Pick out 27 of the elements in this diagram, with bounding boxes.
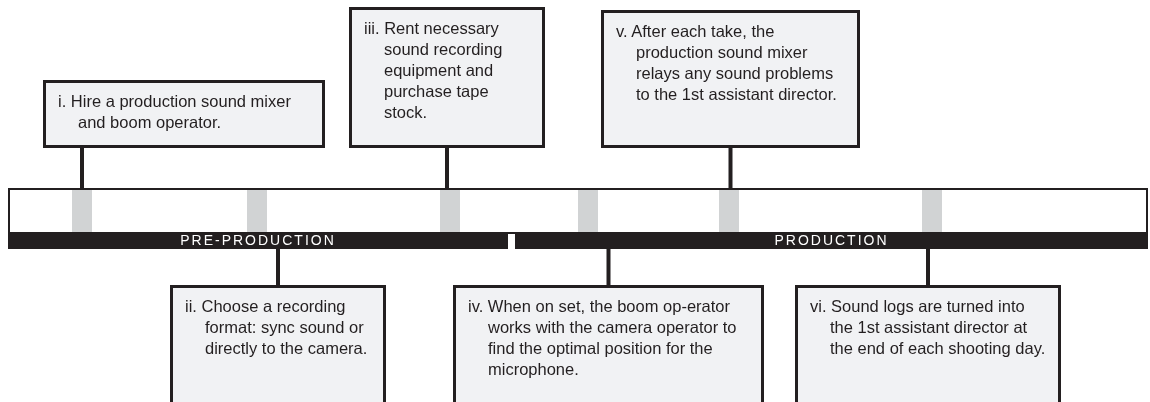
step-text: vi. Sound logs are turned into the 1st assistant director at the end of each shooting day. bbox=[810, 296, 1047, 359]
timeline-marker bbox=[578, 190, 598, 234]
step-box bbox=[349, 7, 545, 148]
step-box bbox=[601, 10, 860, 148]
step-box bbox=[170, 285, 386, 402]
timeline-marker bbox=[72, 190, 92, 234]
step-text: ii. Choose a recording format: sync sound or directly to the camera. bbox=[185, 296, 369, 359]
connector-line bbox=[728, 148, 733, 190]
connector-line bbox=[276, 249, 280, 285]
connector-line bbox=[606, 249, 611, 285]
timeline-marker bbox=[719, 190, 739, 234]
connector-line bbox=[445, 148, 449, 190]
timeline-marker bbox=[440, 190, 460, 234]
timeline-band bbox=[8, 188, 1148, 234]
step-text: iv. When on set, the boom op-erator works with the camera operator to find the optimal position for the microphone. bbox=[468, 296, 738, 380]
step-box bbox=[795, 285, 1061, 402]
step-box bbox=[453, 285, 764, 402]
timeline-marker bbox=[247, 190, 267, 234]
connector-line bbox=[926, 249, 930, 285]
step-text: i. Hire a production sound mixer and boom operator. bbox=[58, 91, 292, 133]
step-text: v. After each take, the production sound mixer relays any sound problems to the 1st assistant director. bbox=[616, 21, 838, 105]
connector-line bbox=[80, 148, 84, 190]
timeline-marker bbox=[922, 190, 942, 234]
phase-bar: PRODUCTION bbox=[515, 232, 1148, 249]
step-text: iii. Rent necessary sound recording equipment and purchase tape stock. bbox=[364, 18, 504, 123]
step-box bbox=[43, 80, 325, 148]
phase-bar: PRE-PRODUCTION bbox=[8, 232, 508, 249]
